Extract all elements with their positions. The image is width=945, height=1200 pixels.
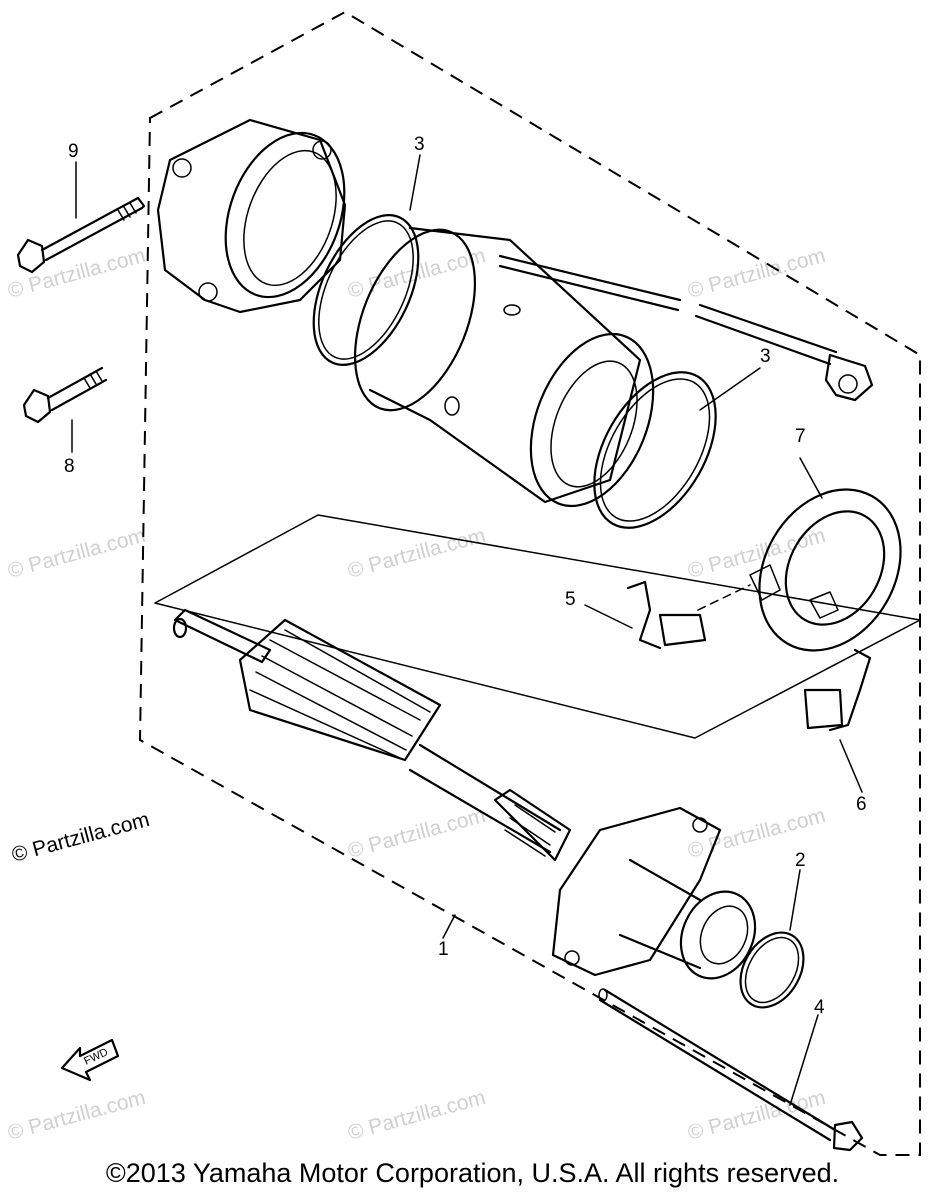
callout-9: 9 <box>68 141 79 162</box>
callout-3-lower: 3 <box>760 346 771 367</box>
callout-3-upper: 3 <box>414 134 425 155</box>
brush-5 <box>626 580 751 650</box>
callout-2: 2 <box>795 850 806 871</box>
watermark: © Partzilla.com <box>5 244 148 303</box>
rear-cover <box>156 118 347 314</box>
brush-plate <box>749 488 902 652</box>
callout-6: 6 <box>856 794 867 815</box>
callout-8: 8 <box>64 456 75 477</box>
callout-7: 7 <box>795 426 806 447</box>
watermark: © Partzilla.com <box>685 804 828 863</box>
brush-6 <box>803 648 872 732</box>
callouts: 9 8 3 3 7 5 6 2 4 1 <box>64 134 867 1018</box>
fwd-arrow-icon: FWD <box>60 1038 120 1082</box>
lead-wire <box>498 254 874 402</box>
watermark: © Partzilla.com <box>5 1086 148 1145</box>
o-ring-2-inner <box>744 936 800 1004</box>
watermark: © Partzilla.com <box>5 524 148 583</box>
callout-5: 5 <box>565 589 576 610</box>
o-ring-lower-inner <box>599 378 711 522</box>
o-ring-upper <box>312 214 420 366</box>
o-ring-2 <box>739 931 805 1009</box>
yoke <box>353 226 655 508</box>
bolt-short <box>22 366 108 424</box>
watermark: © Partzilla.com <box>345 804 488 863</box>
fwd-label: FWD <box>82 1046 110 1067</box>
o-ring-upper-inner <box>318 220 414 360</box>
leader-lines <box>71 154 863 1106</box>
armature <box>172 608 572 862</box>
through-bolt <box>598 988 864 1152</box>
callout-1: 1 <box>438 939 449 960</box>
front-cover <box>551 806 757 980</box>
assembly-outline <box>138 10 921 1156</box>
armature-group-outline <box>154 514 921 739</box>
watermarks: © Partzilla.com © Partzilla.com © Partzi… <box>5 244 828 1145</box>
bolt-long <box>16 196 146 274</box>
watermark: © Partzilla.com <box>345 1086 488 1145</box>
callout-4: 4 <box>814 997 825 1018</box>
watermark: © Partzilla.com <box>685 524 828 583</box>
copyright-notice: ©2013 Yamaha Motor Corporation, U.S.A. A… <box>105 1158 840 1188</box>
watermark: © Partzilla.com <box>685 244 828 303</box>
watermark-dark: © Partzilla.com <box>9 808 152 867</box>
o-ring-lower <box>593 371 717 529</box>
